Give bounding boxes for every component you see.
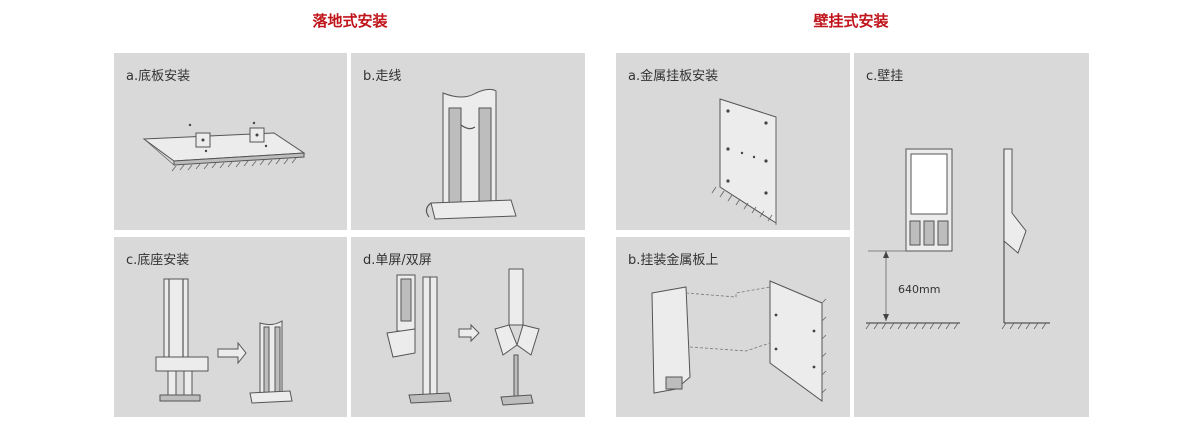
base-plate-illustration [142,121,306,172]
wiring-stand-illustration [425,88,517,220]
floor-mount-title: 落地式安装 [312,12,388,30]
panel-label: c.底座安装 [126,253,190,268]
base-stand-illustration [155,278,293,404]
panel-single-dual-screen: d.单屏/双屏 [351,237,585,417]
panel-label: b.挂装金属板上 [628,253,719,268]
panel-label: c.壁挂 [866,69,904,84]
panel-label: d.单屏/双屏 [363,253,432,268]
panel-metal-plate-install: a.金属挂板安装 [616,53,850,230]
panel-label: b.走线 [363,69,402,84]
panel-base-plate-install: a.底板安装 [114,53,347,230]
panel-wiring: b.走线 [351,53,585,230]
panel-base-stand-install: c.底座安装 [114,237,347,417]
panel-label: a.金属挂板安装 [628,69,719,84]
hang-on-plate-illustration [651,280,827,402]
mount-height-dimension: 640mm [898,283,940,296]
metal-plate-illustration [711,98,777,225]
wall-mount-title: 壁挂式安装 [813,12,889,30]
panel-label: a.底板安装 [126,69,191,84]
panel-wall-mounted: c.壁挂 640mm [854,53,1089,417]
panel-hang-on-plate: b.挂装金属板上 [616,237,850,417]
screen-options-illustration [386,268,540,406]
wall-mount-illustration: 640mm [865,148,1050,330]
